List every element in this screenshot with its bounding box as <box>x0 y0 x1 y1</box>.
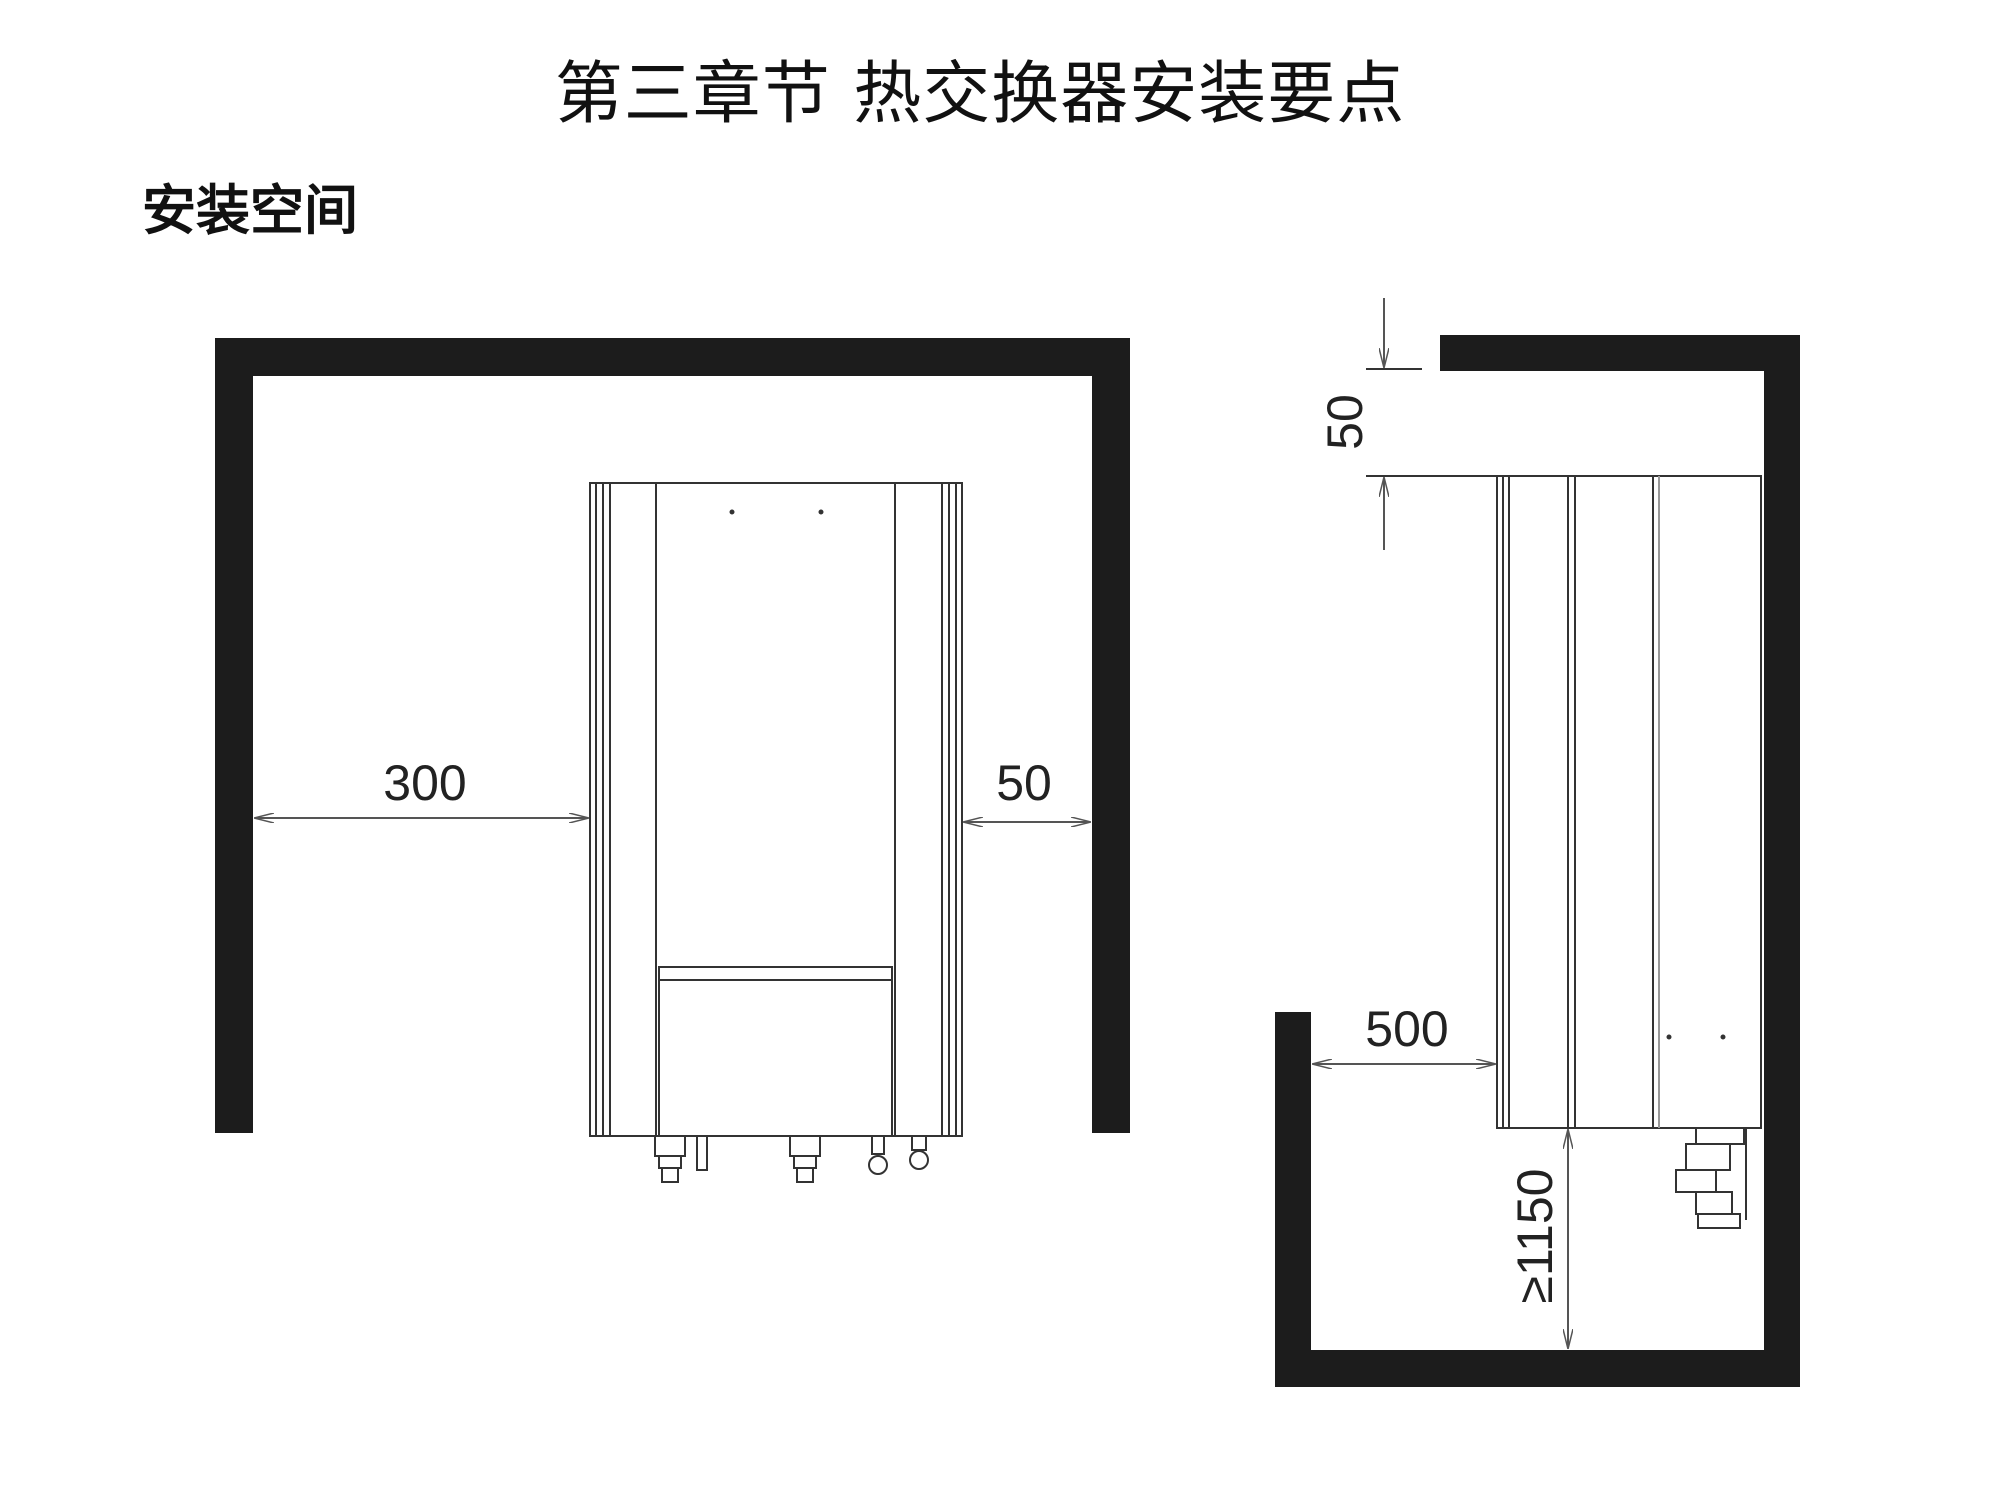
right-clearance-label: 50 <box>996 755 1052 811</box>
front-clearance-label: 500 <box>1365 1001 1448 1057</box>
bottom-clearance-label: ≥1150 <box>1507 1169 1563 1304</box>
side-view: 50 500 ≥1150 <box>1275 298 1800 1387</box>
front-wall-top <box>215 338 1130 376</box>
side-wall-bottom <box>1275 1350 1800 1387</box>
heat-exchanger-front <box>589 482 963 1137</box>
heat-exchanger-side <box>1496 475 1762 1129</box>
section-heading: 安装空间 <box>142 179 358 242</box>
pipe-fittings-front <box>654 1135 929 1183</box>
front-wall-left <box>215 338 253 1133</box>
pipe-fittings-side <box>1675 1127 1747 1229</box>
left-clearance-label: 300 <box>383 755 466 811</box>
side-wall-right <box>1764 335 1800 1387</box>
side-wall-top <box>1440 335 1800 371</box>
top-clearance-label: 50 <box>1317 394 1373 450</box>
front-wall-right <box>1092 338 1130 1133</box>
front-view: 300 50 <box>215 338 1130 1183</box>
side-wall-left <box>1275 1012 1311 1387</box>
page-title: 第三章节 热交换器安装要点 <box>554 55 1406 134</box>
